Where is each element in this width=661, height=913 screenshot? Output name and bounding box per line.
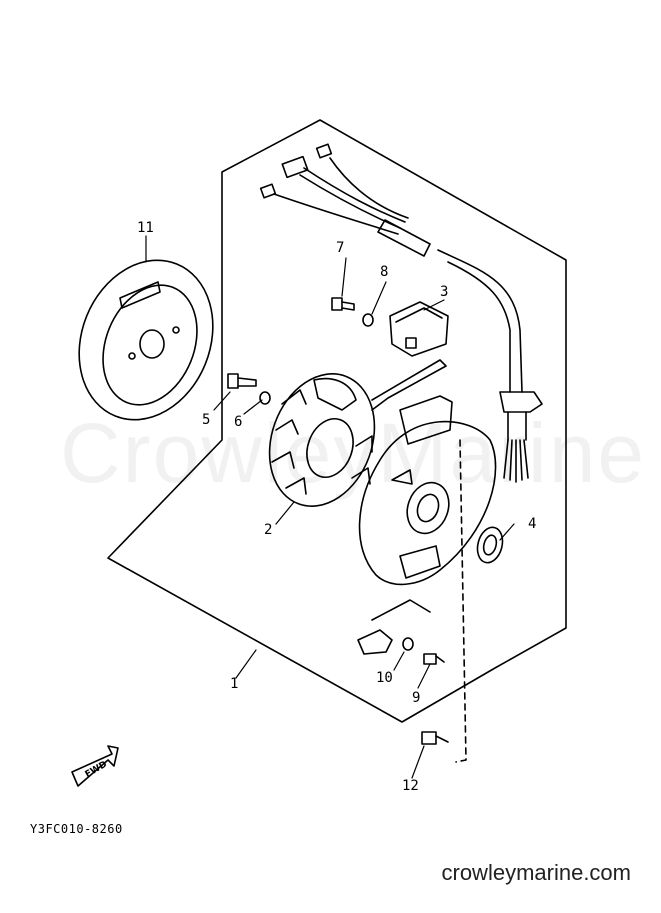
screw-icon xyxy=(227,373,257,389)
bolt-icon xyxy=(421,731,449,745)
site-url[interactable]: crowleymarine.com xyxy=(441,860,632,885)
callout-3: 3 xyxy=(440,284,448,300)
stator-bracket xyxy=(371,359,447,411)
washer-icon xyxy=(362,313,374,327)
callout-9: 9 xyxy=(412,690,420,706)
washer-icon xyxy=(402,637,414,651)
callout-10: 10 xyxy=(376,670,393,686)
callout-5: 5 xyxy=(202,412,210,428)
leader-lines xyxy=(145,235,515,779)
screw-icon xyxy=(331,297,355,311)
assembly-outline xyxy=(107,119,567,723)
flywheel-icon xyxy=(78,259,214,421)
oil-seal-icon xyxy=(476,526,504,564)
pulser-coil-icon xyxy=(389,301,449,357)
fwd-label: FWD xyxy=(84,760,109,780)
callout-11: 11 xyxy=(137,220,154,236)
callout-6: 6 xyxy=(234,414,242,430)
callout-7: 7 xyxy=(336,240,344,256)
fwd-arrow-icon xyxy=(71,745,119,787)
callout-8: 8 xyxy=(380,264,388,280)
callout-2: 2 xyxy=(264,522,272,538)
base-plate-icon xyxy=(358,395,497,586)
callout-1: 1 xyxy=(230,676,238,692)
callout-4: 4 xyxy=(528,516,536,532)
callout-12: 12 xyxy=(402,778,419,794)
clip-icon xyxy=(357,629,393,655)
lower-bracket xyxy=(371,599,431,621)
stator-icon xyxy=(268,373,376,507)
diagram-code: Y3FC010-8260 xyxy=(30,822,123,836)
screw-icon xyxy=(423,653,445,665)
washer-icon xyxy=(259,391,271,405)
dashed-leader xyxy=(455,439,467,763)
wire-harness xyxy=(259,143,543,483)
